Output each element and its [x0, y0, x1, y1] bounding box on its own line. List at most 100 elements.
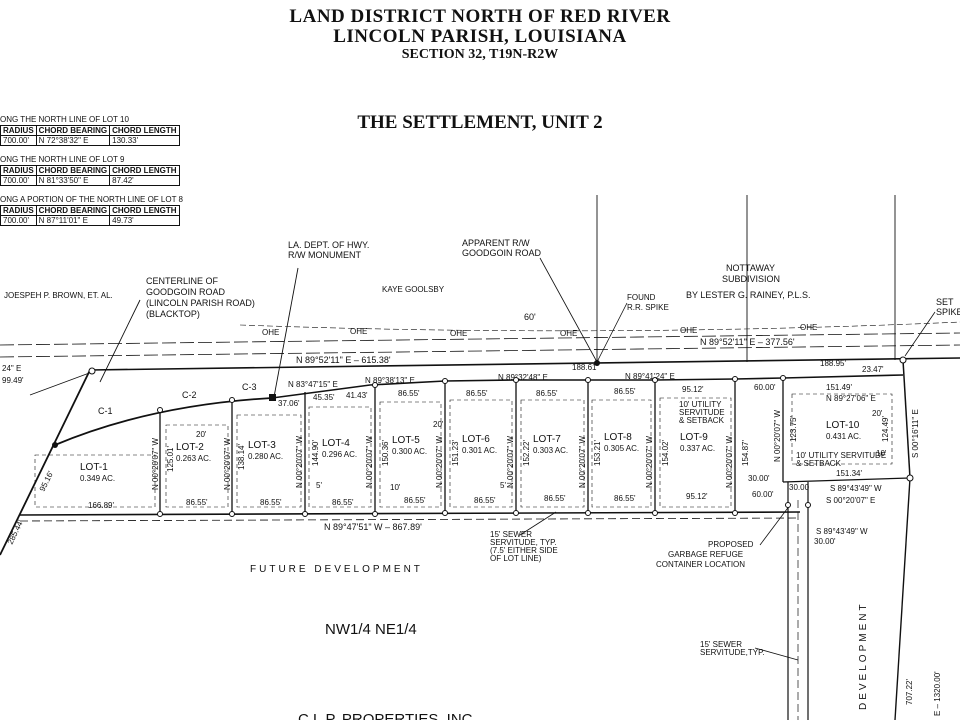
- north-rw-bearing: N 89°52'11" E – 615.38': [296, 355, 391, 365]
- lot-10-area: 0.431 AC.: [826, 432, 861, 441]
- garbage-note: GARBAGE REFUGE: [668, 550, 743, 559]
- corner-monument: [372, 511, 378, 517]
- garbage-note: PROPOSED: [708, 540, 754, 549]
- dim-label: 138.14': [237, 444, 246, 470]
- corner-monument: [442, 378, 448, 384]
- curve-label-c1: C-1: [98, 406, 113, 416]
- side-bearing: N 00°20'07" W: [506, 436, 515, 488]
- adjoiner-properties-label: C.L.P. PROPERTIES, INC.: [298, 711, 477, 720]
- dim-label: 60.00': [754, 383, 776, 392]
- cell: 130.33': [109, 135, 180, 146]
- dim-label: 166.89': [88, 501, 114, 510]
- setback-lot7: [520, 399, 585, 508]
- north-rw-east-bearing: N 89°52'11" E – 377.56': [700, 337, 795, 347]
- corner-monument: [513, 510, 519, 516]
- garbage-note: CONTAINER LOCATION: [656, 560, 745, 569]
- dim-label: E – 1320.00': [933, 671, 942, 716]
- dim-label: 60.00': [752, 490, 774, 499]
- dim-label: 86.55': [474, 496, 496, 505]
- future-development-vertical: DEVELOPMENT: [858, 601, 869, 710]
- set-spike-leader: [904, 311, 936, 357]
- corner-monument: [88, 367, 96, 375]
- west-boundary: [0, 369, 91, 556]
- sewer-leader: [519, 511, 557, 536]
- front-bearing: N 89°32'48" E: [498, 373, 548, 382]
- found-spike-label: FOUND: [627, 293, 656, 302]
- setback-label: 20': [872, 409, 883, 418]
- set-spike-label: SPIKE: [936, 307, 960, 317]
- dim-label: 86.55': [544, 494, 566, 503]
- east-boundary-south: [894, 477, 911, 720]
- lot-8-area: 0.305 AC.: [604, 444, 639, 453]
- side-bearing: N 00°20'07" W: [725, 436, 734, 488]
- lot-3-area: 0.280 AC.: [248, 452, 283, 461]
- side-bearing: N 00°20'07" W: [773, 410, 782, 462]
- sewer-note-b: SERVITUDE,TYP.: [700, 648, 765, 657]
- future-development-label: FUTURE DEVELOPMENT: [250, 564, 423, 575]
- dim-label: 123.75': [789, 416, 798, 442]
- dim-label: 41.43': [346, 391, 368, 400]
- centerline-label: CENTERLINE OF: [146, 276, 219, 286]
- hwy-monument-marker: [269, 394, 276, 401]
- dim-label: 86.55': [332, 498, 354, 507]
- corner-monument: [229, 511, 235, 517]
- centerline-leader: [29, 371, 93, 396]
- lot-8-label: LOT-8: [604, 432, 632, 443]
- setback-label: 20': [196, 430, 207, 439]
- sewer-note: (7.5' EITHER SIDE: [490, 546, 558, 555]
- nottaway-label: SUBDIVISION: [722, 274, 780, 284]
- apparent-rw-label: APPARENT R/W: [462, 238, 530, 248]
- dim-label: 23.47': [862, 365, 884, 374]
- dim-label: 188.95': [820, 359, 846, 368]
- corner-monument: [906, 474, 914, 482]
- corner-monument: [732, 376, 738, 382]
- setback-label: 10': [390, 483, 401, 492]
- dim-label: 152.22': [522, 440, 531, 466]
- road-rw-line: [0, 344, 960, 358]
- corner-monument: [157, 511, 163, 517]
- dim-label: 30.00': [748, 474, 770, 483]
- dim-label: 151.49': [826, 383, 852, 392]
- corner-monument: [513, 377, 519, 383]
- centerline-label: (BLACKTOP): [146, 309, 200, 319]
- cell: 87.42': [109, 175, 180, 186]
- west-bearing-label: 24" E: [2, 364, 21, 373]
- curve-table-caption: ONG THE NORTH LINE OF LOT 9: [0, 155, 125, 164]
- dim-label: 86.55': [614, 387, 636, 396]
- lot10-north-bearing: N 89°27'06" E: [826, 394, 876, 403]
- se-bearing: S 89°43'49" W: [830, 484, 882, 493]
- dim-label: 30.00': [814, 537, 836, 546]
- quarter-section-label: NW1/4 NE1/4: [325, 621, 417, 638]
- curve-label-c3: C-3: [242, 382, 257, 392]
- curve-table-caption: ONG THE NORTH LINE OF LOT 10: [0, 115, 129, 124]
- south-bearing: N 89°47'51" W – 867.89': [324, 522, 422, 532]
- dim-label: 95.12': [682, 385, 704, 394]
- east-bearing: S 00°16'11" E: [911, 409, 920, 458]
- dim-label: 86.55': [186, 498, 208, 507]
- utility-note-lot10: 10' UTILITY SERVITUDE: [796, 451, 886, 460]
- curve-point-marker: [52, 442, 58, 448]
- dim-label: 188.61': [572, 363, 598, 372]
- title-section: SECTION 32, T19N-R2W: [401, 47, 559, 62]
- dim-label: 285.44': [6, 518, 26, 546]
- found-spike-label: R.R. SPIKE: [627, 303, 669, 312]
- utility-note-lot9: 10' UTILITY: [679, 400, 722, 409]
- dim-label: 125.01': [166, 446, 175, 472]
- dim-label: 86.55': [398, 389, 420, 398]
- setback-lot9: [659, 397, 732, 508]
- lot-4-area: 0.296 AC.: [322, 450, 357, 459]
- setback-lot2: [165, 424, 229, 508]
- hwy-monument-label: R/W MONUMENT: [288, 250, 361, 260]
- utility-note-lot9: SERVITUDE: [679, 408, 725, 417]
- dim-label: 151.34': [836, 469, 862, 478]
- setback-lot8: [591, 399, 652, 508]
- lot-2-area: 0.263 AC.: [176, 454, 211, 463]
- sewer-note: SERVITUDE, TYP.: [490, 538, 557, 547]
- dim-label: 124.49': [881, 416, 890, 442]
- dim-label: 707.22': [905, 679, 914, 705]
- corner-monument: [899, 356, 907, 364]
- adjoiner-brown-label: JOESPEH P. BROWN, ET. AL.: [4, 291, 113, 300]
